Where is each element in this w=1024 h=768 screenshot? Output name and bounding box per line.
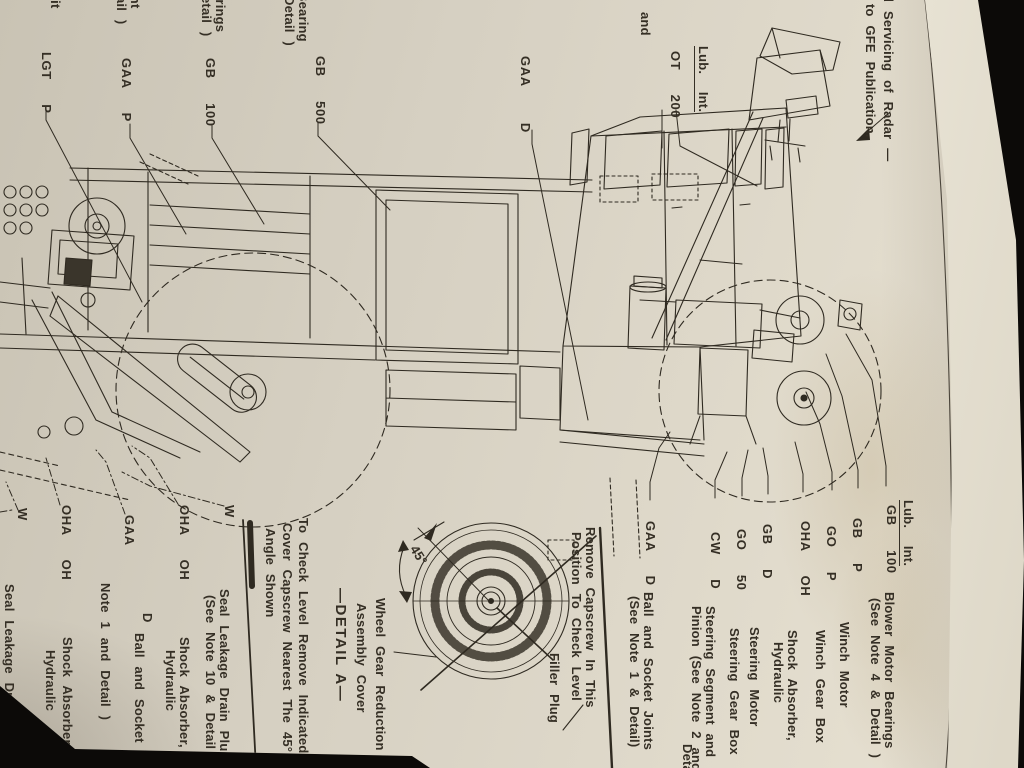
right-8-label2: (See Note 1 & Detail) [627,596,642,748]
frag-and: and [638,12,653,36]
leader-lines-left-column [0,445,225,515]
title-detail-a: —DETAIL A— [332,588,349,703]
frag-bearing-line1: Bearing [296,0,311,42]
code-gaa-d-top: GAA D [518,56,533,133]
right-1-code: GB 100 [884,505,899,574]
note-remove-capscrew-line1: Remove Capscrew In This [583,527,598,708]
section-rule-lines [242,519,614,768]
note-radar-line2: to GFE Publication. [863,4,878,138]
cab [547,107,802,561]
left-4-label2: Hydraulic [43,650,58,712]
arrowheads [398,128,870,603]
left-3-code2: D [140,613,155,623]
frag-bearing-line2: Detail ) [282,0,297,46]
code-ot-200: OT 200 [668,51,683,119]
left-2-label1: Shock Absorber, [177,637,192,748]
note-check-level-line2: Cover Capscrew Nearest The 45° [280,523,295,753]
left-3-label2: Note 1 and Detail ) [98,583,113,721]
right-1-label1: Blower Motor Bearings [882,592,897,749]
frag-joint-line2: ail ) [114,0,129,25]
label-filler-plug: Filler Plug [547,653,562,724]
right-2-code: GB P [850,518,865,573]
note-check-level-line1: To Check Level Remove Indicated [296,518,311,754]
wheel-phantom-circles [115,252,882,528]
code-lgt-p: LGT P [39,52,54,114]
right-1-label2: (See Note 4 & Detail ) [868,598,883,759]
header-lub-int-right: Lub. Int. [899,500,916,567]
front-crane-equipment [0,185,257,501]
right-8-label1: Ball and Socket Joints [641,592,656,751]
leader-lines-top-row [45,107,891,421]
left-1-label1: Seal Leakage Drain Plug [217,589,232,760]
right-7-code: CW D [708,532,723,590]
frag-unit: nit [48,0,63,9]
header-lub-int-top: Lub. Int. [694,46,711,113]
right-6-code: GO 50 [734,529,749,591]
label-wheel-gear-line1: Wheel Gear Reduction [373,598,388,751]
left-2-code: OHA OH [177,505,192,581]
code-gb-500: GB 500 [313,56,328,125]
frag-bearings-line2: etail ) [199,0,214,37]
note-check-level-line3: Angle Shown [263,528,278,618]
leader-lines-right-column [649,333,887,501]
right-5-label: Steering Motor [747,627,762,727]
right-2-label: Winch Motor [837,622,852,708]
left-5-label: Seal Leakage Drain Plug [2,584,17,755]
chassis-and-bed [0,153,593,431]
right-4-code: OHA OH [798,521,813,597]
right-4-label1: Shock Absorber, [785,630,800,741]
note-radar-line1: d Servicing of Radar — [881,0,896,162]
frag-bearings-line1: arings [213,0,228,33]
left-3-code1: GAA [122,515,137,546]
detail-a-circles [393,521,597,731]
left-1-label2: (See Note 10 & Detail ) [203,595,218,763]
note-remove-capscrew-line2: Position To Check Level [569,532,584,701]
left-4-label1: Shock Absorber, [60,637,75,748]
right-7-label1: Steering Segment and [703,606,718,758]
rear-wrecker-equipment [627,275,863,445]
right-3-label: Winch Gear Box [813,630,828,744]
left-1-code: W [222,505,237,518]
right-3-code: GO P [824,526,839,582]
left-3-label1: Ball and Socket Joint (See [132,633,147,768]
left-2-label2: Hydraulic [163,650,178,712]
frag-joint-line1: int [128,0,143,9]
label-wheel-gear-line2: Assembly Cover [354,603,369,713]
code-gaa-p: GAA P [119,58,134,122]
radar-unit [651,27,841,341]
right-4-label2: Hydraulic [771,642,786,704]
code-gb-100-top: GB 100 [203,58,218,127]
left-4-code: OHA OH [59,505,74,581]
left-5-code: W [15,508,30,521]
right-7-label3: Detail ) [680,744,695,768]
right-8-code: GAA D [643,521,658,586]
right-5-code: GB D [760,524,775,580]
right-6-label: Steering Gear Box [727,628,742,755]
